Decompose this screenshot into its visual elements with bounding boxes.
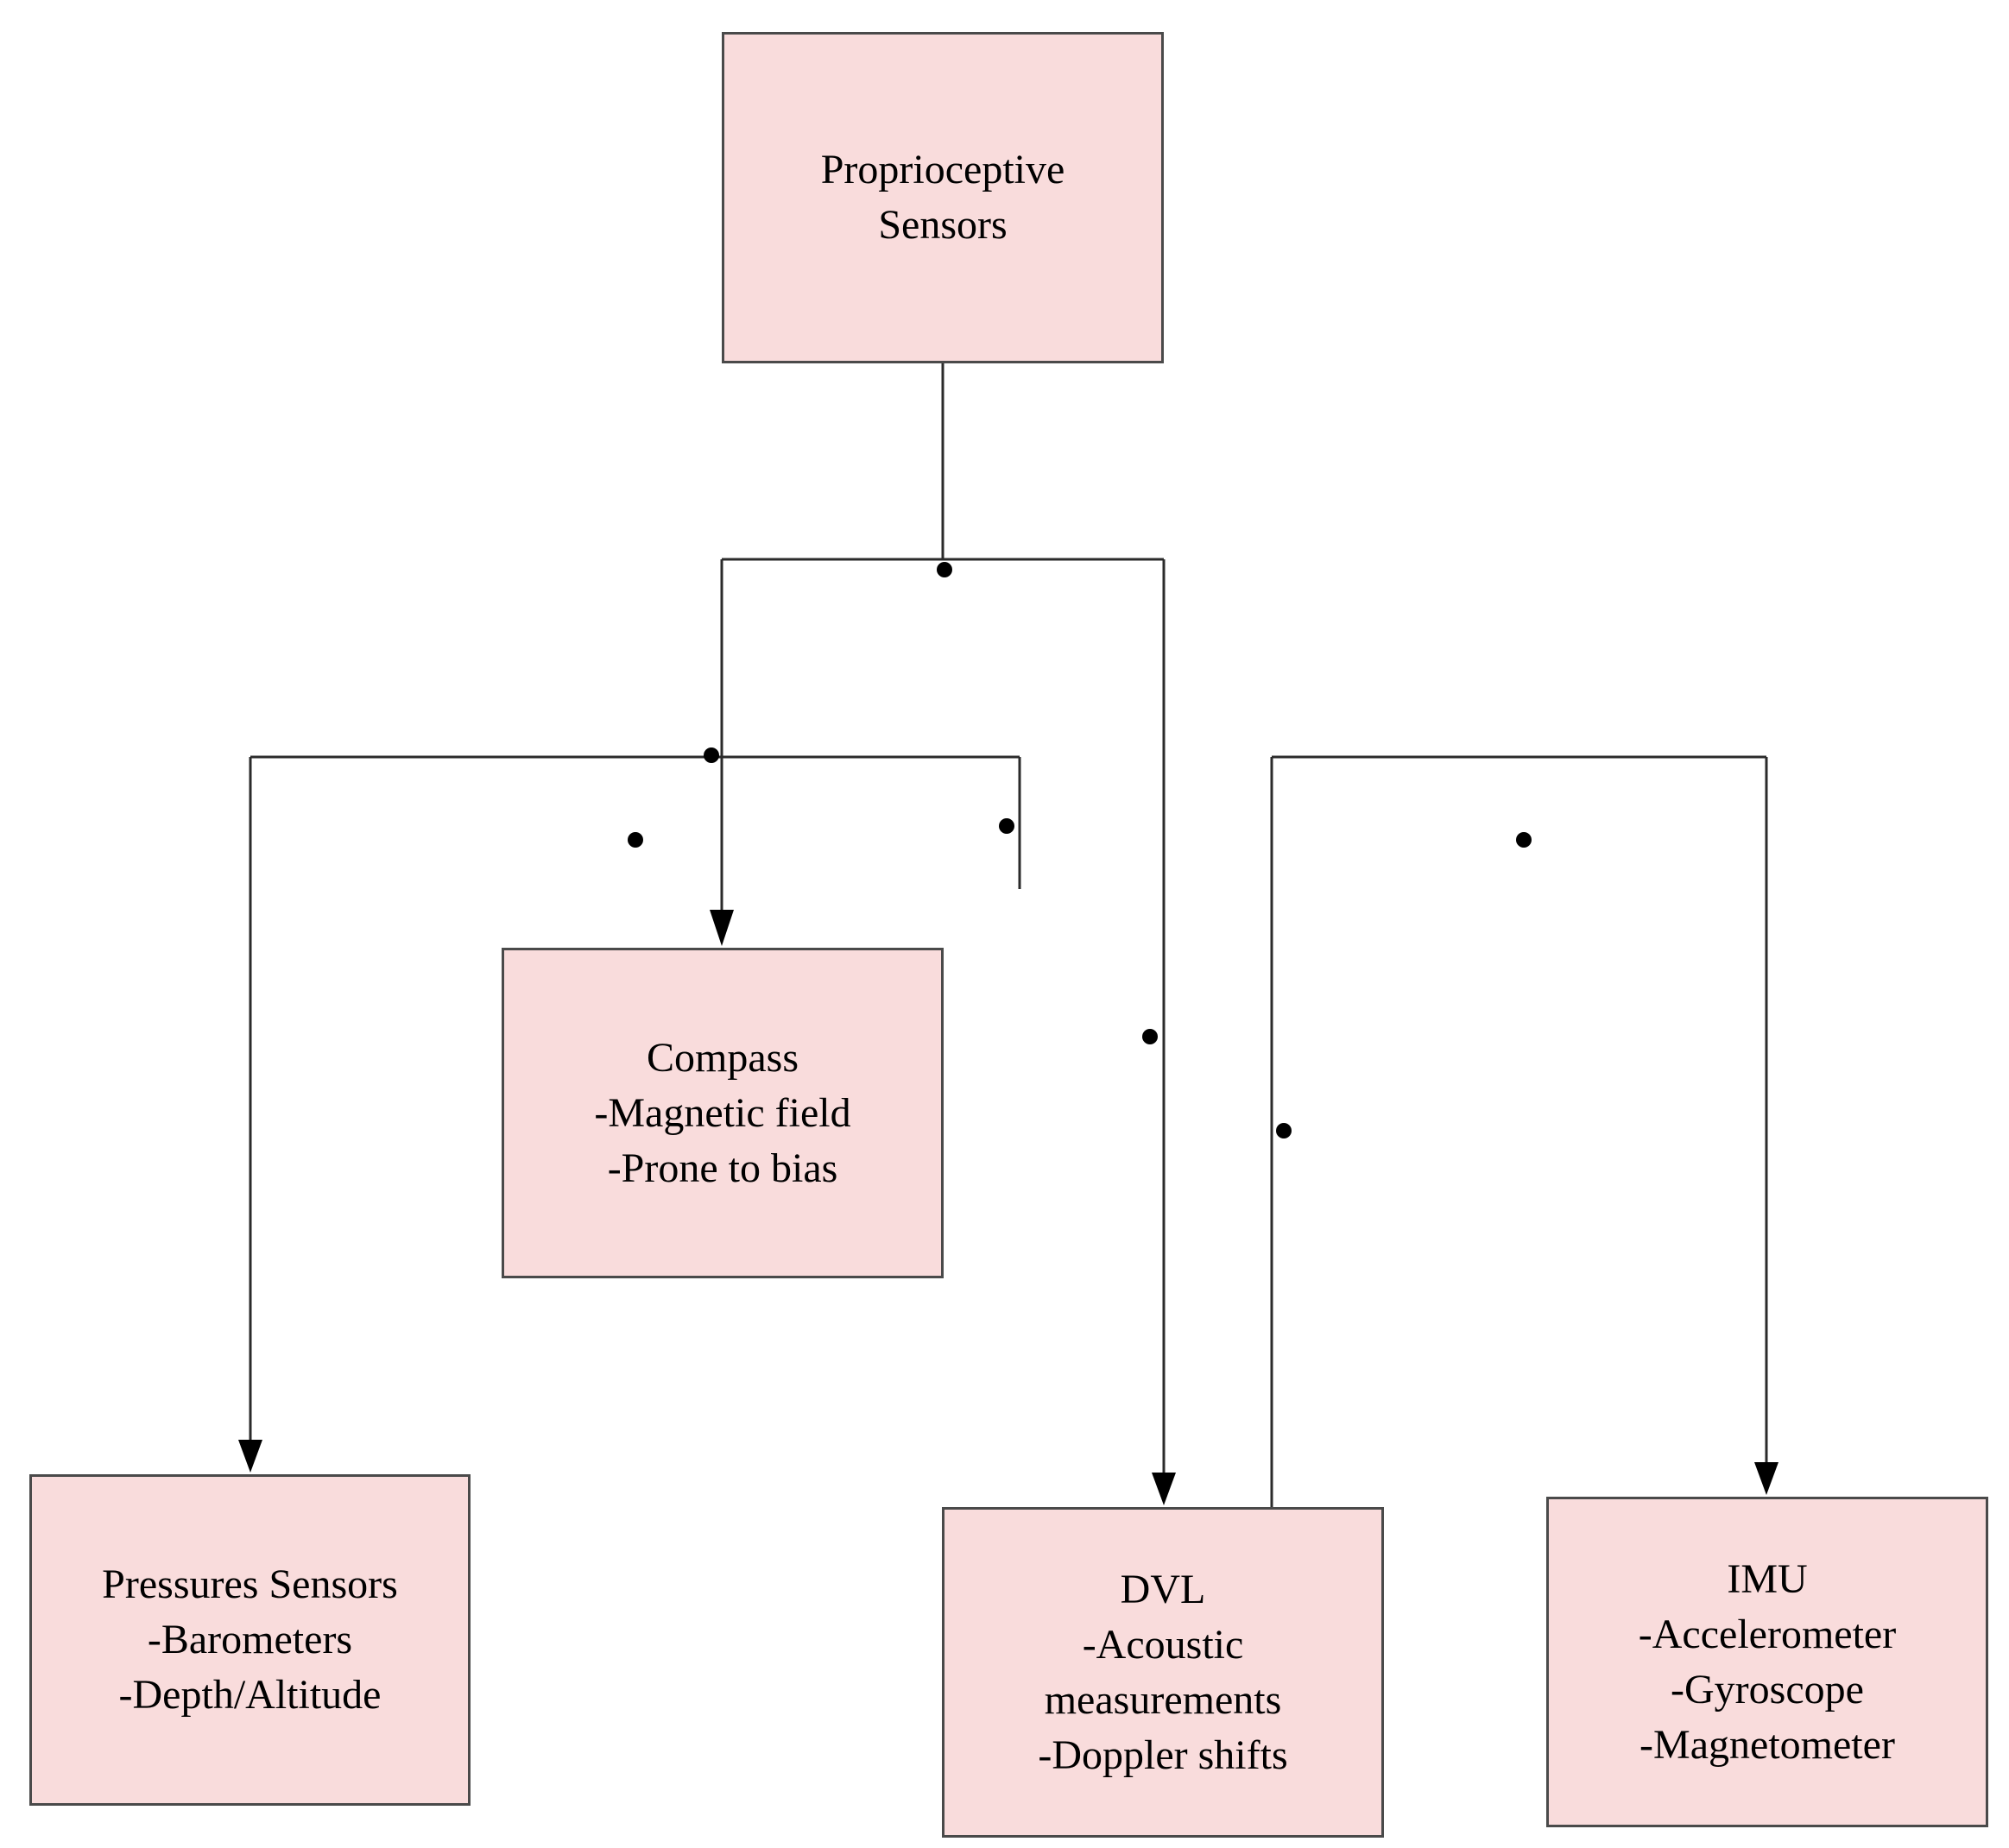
pressure-sensors-node: Pressures Sensors -Barometers -Depth/Alt…: [29, 1474, 471, 1806]
compass-arrowhead: [710, 910, 734, 946]
node-line: -Gyroscope: [1671, 1666, 1864, 1712]
junction-dot: [1142, 1029, 1158, 1044]
node-line: Compass: [646, 1034, 799, 1081]
proprioceptive-sensors-label: Proprioceptive Sensors: [821, 142, 1065, 253]
imu-node: IMU -Accelerometer -Gyroscope -Magnetome…: [1546, 1497, 1988, 1827]
junction-dots: [628, 562, 1532, 1138]
compass-node: Compass -Magnetic field -Prone to bias: [502, 948, 944, 1278]
junction-dot: [628, 832, 643, 848]
node-line: Proprioceptive: [820, 147, 1065, 192]
node-line: IMU: [1727, 1555, 1808, 1602]
node-line: measurements: [1044, 1676, 1282, 1723]
pressure-arrowhead: [238, 1440, 262, 1473]
dvl-node: DVL -Acoustic measurements -Doppler shif…: [942, 1507, 1384, 1838]
proprioceptive-sensors-node: Proprioceptive Sensors: [722, 32, 1164, 363]
node-line: -Magnetometer: [1639, 1721, 1895, 1768]
pressure-sensors-label: Pressures Sensors -Barometers -Depth/Alt…: [102, 1557, 398, 1723]
compass-label: Compass -Magnetic field -Prone to bias: [594, 1031, 850, 1196]
node-line: Pressures Sensors: [102, 1561, 398, 1607]
junction-dot: [1276, 1123, 1292, 1138]
node-line: -Prone to bias: [607, 1145, 838, 1191]
node-line: DVL: [1120, 1566, 1206, 1612]
imu-arrowhead: [1754, 1462, 1778, 1495]
dvl-label: DVL -Acoustic measurements -Doppler shif…: [1038, 1562, 1287, 1783]
node-line: -Depth/Altitude: [118, 1672, 382, 1718]
connector-lines: [249, 363, 1768, 1507]
junction-dot: [999, 818, 1014, 834]
junction-dot: [704, 747, 719, 763]
arrowheads: [238, 910, 1778, 1505]
junction-dot: [1516, 832, 1532, 848]
node-line: Sensors: [878, 202, 1008, 248]
node-line: -Doppler shifts: [1038, 1731, 1288, 1778]
junction-dot: [937, 562, 952, 577]
dvl-arrowhead: [1152, 1473, 1176, 1505]
imu-label: IMU -Accelerometer -Gyroscope -Magnetome…: [1639, 1552, 1896, 1773]
node-line: -Acoustic: [1082, 1621, 1244, 1668]
node-line: -Accelerometer: [1638, 1611, 1897, 1657]
node-line: -Barometers: [147, 1617, 353, 1662]
node-line: -Magnetic field: [594, 1089, 851, 1136]
